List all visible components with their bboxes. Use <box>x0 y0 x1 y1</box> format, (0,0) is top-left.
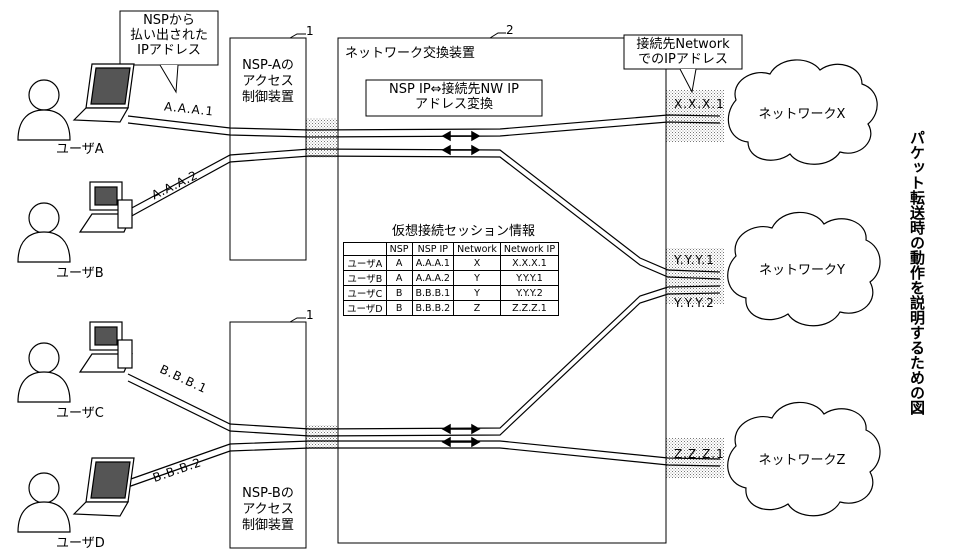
session-cell: Y <box>453 285 501 301</box>
nsp-a-label: NSP-Aの アクセス 制御装置 <box>241 58 294 105</box>
session-cell: Y <box>453 270 501 286</box>
path-user-d <box>127 440 721 488</box>
session-col-network: Network <box>453 242 501 256</box>
table-row: ユーザD B B.B.B.2 Z Z.Z.Z.1 <box>343 300 560 316</box>
dest-ip-x: X.X.X.1 <box>674 97 725 111</box>
table-row: ユーザA A A.A.A.1 X X.X.X.1 <box>343 255 560 271</box>
user-label-b: ユーザB <box>56 266 104 281</box>
path-user-a <box>127 114 721 138</box>
user-a-laptop-icon <box>72 63 135 123</box>
figure-title: パケット転送時の動作を説明するための図 <box>908 130 926 415</box>
session-cell: Z.Z.Z.1 <box>499 300 560 316</box>
network-z-label: ネットワークZ <box>758 453 846 468</box>
ref-1a: 1 <box>306 24 314 38</box>
user-a-person-icon <box>17 79 71 141</box>
session-cell: B.B.B.1 <box>411 285 455 301</box>
session-cell: ユーザA <box>343 255 387 271</box>
session-cell: Y.Y.Y.2 <box>499 285 560 301</box>
path-user-c <box>127 285 721 437</box>
user-b-desktop-icon <box>78 181 133 233</box>
callout-nsp-box <box>119 10 219 66</box>
table-row: ユーザB A A.A.A.2 Y Y.Y.Y.1 <box>343 270 560 286</box>
session-col-network-ip: Network IP <box>499 242 560 256</box>
session-cell: A.A.A.1 <box>411 255 455 271</box>
session-cell: B <box>385 300 413 316</box>
network-x-label: ネットワークX <box>758 107 846 122</box>
nsp-b-box <box>229 321 307 549</box>
callout-dest-box <box>623 34 743 70</box>
switch-label: ネットワーク交換装置 <box>345 46 476 61</box>
session-cell: B <box>385 285 413 301</box>
dest-ip-y2: Y.Y.Y.2 <box>674 296 715 310</box>
ref-2: 2 <box>506 23 514 37</box>
user-d-laptop-icon <box>72 457 135 517</box>
nsp-b-label: NSP-Bの アクセス 制御装置 <box>241 486 294 533</box>
ref-1b-leader <box>289 317 306 323</box>
cloud-network-y <box>727 211 881 327</box>
session-cell: X <box>453 255 501 271</box>
switch-box <box>337 37 667 544</box>
session-cell: ユーザB <box>343 270 387 286</box>
callout-dest-text: 接続先Network でのIPアドレス <box>636 37 730 67</box>
session-cell: ユーザC <box>343 285 387 301</box>
user-b-person-icon <box>17 202 71 263</box>
user-label-d: ユーザD <box>56 536 105 551</box>
dest-ip-z: Z.Z.Z.1 <box>674 447 725 461</box>
callout-nsp-text: NSPから 払い出された IPアドレス <box>129 13 208 58</box>
session-cell: ユーザD <box>343 300 387 316</box>
session-col-nsp-ip: NSP IP <box>411 242 455 256</box>
user-label-c: ユーザC <box>56 406 104 421</box>
user-d-person-icon <box>17 472 71 533</box>
cloud-network-z <box>727 401 881 517</box>
ref-1b: 1 <box>306 308 314 322</box>
dest-ip-y1: Y.Y.Y.1 <box>674 253 715 267</box>
session-cell: Z <box>453 300 501 316</box>
table-row: ユーザC B B.B.B.1 Y Y.Y.Y.2 <box>343 285 560 301</box>
session-cell: A <box>385 255 413 271</box>
user-c-person-icon <box>17 342 71 403</box>
session-col-user <box>343 242 387 256</box>
session-cell: A <box>385 270 413 286</box>
session-cell: Y.Y.Y.1 <box>499 270 560 286</box>
cloud-network-x <box>727 59 878 165</box>
session-table-header: NSP NSP IP Network Network IP <box>343 242 560 256</box>
callout-dest-pointer <box>679 68 697 94</box>
path-user-b <box>127 148 721 280</box>
callout-nsp-pointer <box>159 64 179 94</box>
user-c-desktop-icon <box>78 321 133 373</box>
translation-arrows <box>441 130 481 448</box>
user-label-a: ユーザA <box>56 142 104 157</box>
session-title: 仮想接続セッション情報 <box>392 224 536 239</box>
session-cell: X.X.X.1 <box>499 255 560 271</box>
network-y-label: ネットワークY <box>759 263 845 278</box>
session-cell: A.A.A.2 <box>411 270 455 286</box>
session-col-nsp: NSP <box>385 242 413 256</box>
ref-1a-leader <box>289 33 306 39</box>
session-table: NSP NSP IP Network Network IP ユーザA A A.A… <box>343 242 560 316</box>
ref-2-leader <box>489 32 506 39</box>
session-cell: B.B.B.2 <box>411 300 455 316</box>
translate-box <box>365 79 543 117</box>
translate-label: NSP IP⇔接続先NW IP アドレス変換 <box>389 82 519 112</box>
